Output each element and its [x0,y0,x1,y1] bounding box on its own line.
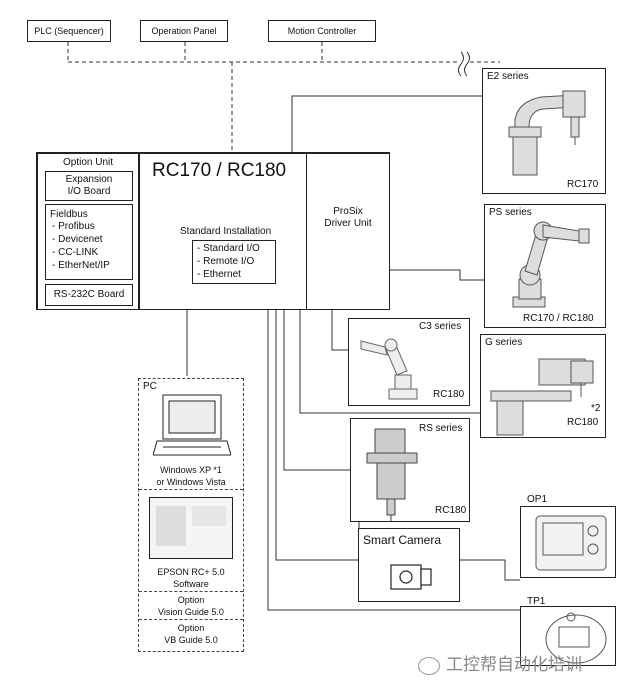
ps-series-label: PS series [489,207,532,218]
c3-six-axis-robot-image [360,338,418,400]
c3-controller: RC180 [433,389,465,400]
expansion-line-2: I/O Board [67,186,111,197]
operation-panel-image [535,515,607,571]
fieldbus-item: - Profibus [52,221,95,232]
software-line-2: Software [173,579,209,589]
fieldbus-item: - CC-LINK [52,247,99,258]
pc-os-line-1: Windows XP *1 [160,465,222,475]
pc-divider [139,619,243,620]
g-controller: RC180 [567,417,599,428]
pc-divider [139,489,243,490]
fieldbus-item: - EtherNet/IP [52,260,110,271]
rs-series-label: RS series [419,423,463,434]
ps-series-box: PS series RC170 / RC180 [484,204,606,328]
standard-installation-box: - Standard I/O - Remote I/O - Ethernet [192,240,276,284]
c3-series-label: C3 series [419,321,462,332]
watermark: 工控帮自动化培训 [418,650,582,675]
epson-rc-screenshot [149,497,233,559]
operation-panel-label: Operation Panel [151,26,217,36]
teach-pendant-image [545,612,607,664]
e2-controller: RC170 [567,179,599,190]
e2-series-label: E2 series [487,71,529,82]
fieldbus-box: Fieldbus - Profibus - Devicenet - CC-LIN… [45,204,133,280]
pc-divider [139,591,243,592]
option1-line-2: Vision Guide 5.0 [158,607,224,617]
rs-controller: RC180 [435,505,467,516]
plc-label: PLC (Sequencer) [34,26,104,36]
fieldbus-item: - Devicenet [52,234,103,245]
standard-item: - Ethernet [197,269,241,280]
pc-group: PC Windows XP *1 or Windows Vista EPSON … [138,378,244,652]
tp1-label: TP1 [527,596,546,607]
g-scara-robot-image [490,358,594,436]
software-line-1: EPSON RC+ 5.0 [157,567,225,577]
standard-item: - Standard I/O [197,243,260,254]
g-series-box: G series *2 RC180 [480,334,606,438]
controller-title: RC170 / RC180 [152,160,287,181]
c3-series-box: C3 series RC180 [348,318,470,406]
rs232c-board: RS-232C Board [45,284,133,306]
smart-camera-box: Smart Camera [358,528,460,602]
rs-scara-robot-image [366,428,418,521]
g-series-label: G series [485,337,523,348]
camera-icon [390,564,432,590]
ps-controller: RC170 / RC180 [523,313,594,324]
e2-scara-robot-image [508,90,586,176]
g-note: *2 [591,403,601,414]
prosix-line-2: Driver Unit [324,218,372,229]
option1-line-1: Option [177,595,205,605]
op1-box [520,506,616,578]
option2-line-2: VB Guide 5.0 [164,635,218,645]
standard-installation-title: Standard Installation [180,226,272,237]
rs232c-label: RS-232C Board [53,289,125,300]
motion-controller-label: Motion Controller [287,26,357,36]
prosix-line-1: ProSix [333,206,363,217]
operation-panel-box: Operation Panel [140,20,228,42]
ps-six-axis-robot-image [512,221,590,308]
laptop-icon [153,394,231,456]
pc-os-line-2: or Windows Vista [156,477,226,487]
op1-label: OP1 [527,494,548,505]
pc-label: PC [143,381,157,392]
expansion-line-1: Expansion [65,174,113,185]
prosix-driver-unit: ProSix Driver Unit [306,152,390,310]
tp1-box [520,606,616,666]
expansion-io-board: Expansion I/O Board [45,171,133,201]
fieldbus-title: Fieldbus [50,209,88,220]
plc-sequencer-box: PLC (Sequencer) [27,20,111,42]
wechat-icon [418,656,440,675]
standard-item: - Remote I/O [197,256,255,267]
watermark-text: 工控帮自动化培训 [446,655,582,674]
motion-controller-box: Motion Controller [268,20,376,42]
option2-line-1: Option [177,623,205,633]
e2-series-box: E2 series RC170 [482,68,606,194]
option-unit-label: Option Unit [62,157,114,168]
rs-series-box: RS series RC180 [350,418,470,522]
smart-camera-label: Smart Camera [363,533,442,547]
option-unit-panel: Option Unit Expansion I/O Board Fieldbus… [36,152,140,310]
